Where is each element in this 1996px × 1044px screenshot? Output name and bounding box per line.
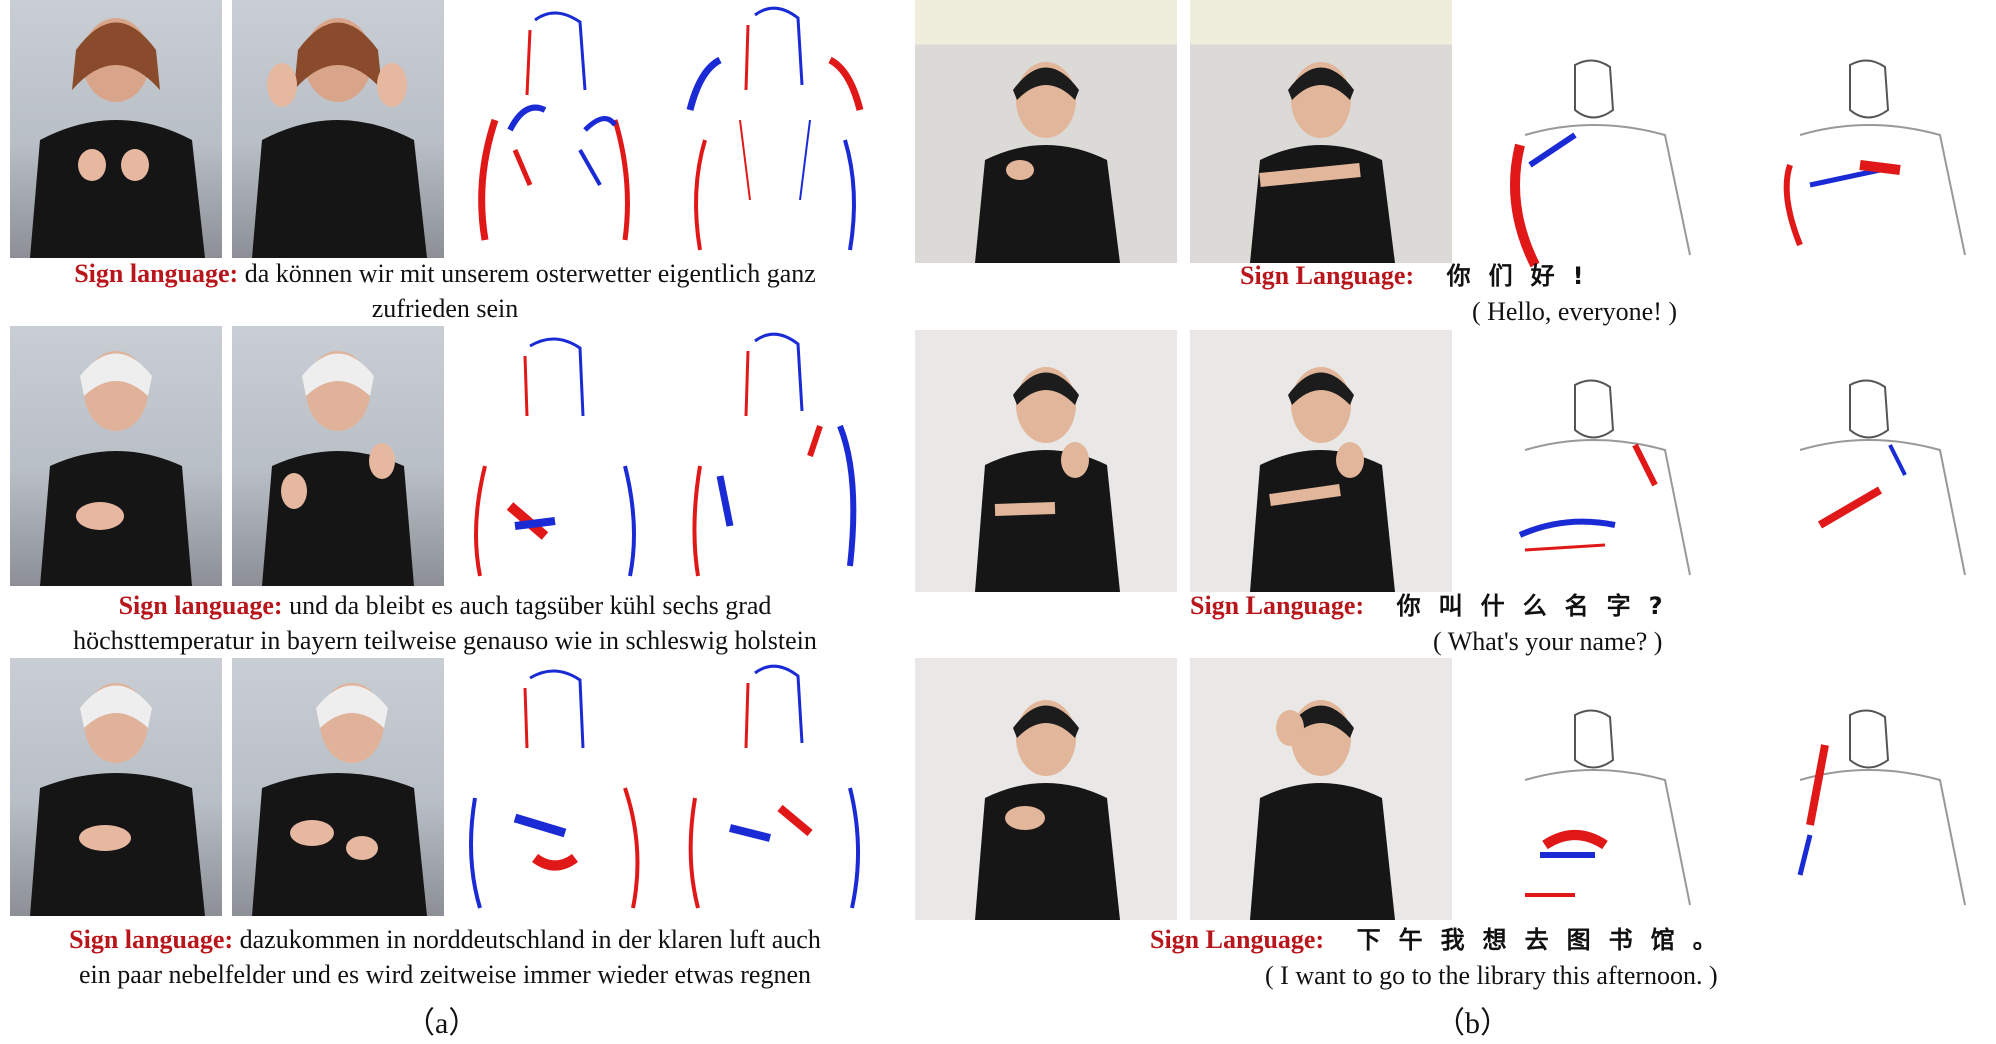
event-frame <box>1740 55 1990 270</box>
caption-text: dazukommen in norddeutschland in der kla… <box>239 925 821 954</box>
caption-label: Sign Language: <box>1150 925 1325 954</box>
event-frame <box>1465 55 1720 270</box>
caption-label: Sign language: <box>74 259 239 288</box>
caption: Sign language: da können wir mit unserem… <box>0 256 890 326</box>
signer-rgb-frame <box>10 658 222 916</box>
event-frame <box>670 658 880 916</box>
event-frame <box>670 326 880 586</box>
signer-rgb-frame <box>915 0 1177 263</box>
signer-rgb-frame <box>1190 0 1452 263</box>
caption: Sign Language: 下午我想去图书馆。 ( I want to go … <box>1150 922 1950 993</box>
caption: Sign language: und da bleibt es auch tag… <box>0 588 890 658</box>
event-frame <box>670 0 880 258</box>
caption-label: Sign Language: <box>1190 591 1365 620</box>
caption: Sign Language: 你们好! ( Hello, everyone! ) <box>1240 258 1880 329</box>
event-frame <box>455 658 655 916</box>
caption-text: da können wir mit unserem osterwetter ei… <box>244 259 816 288</box>
signer-rgb-frame <box>232 658 444 916</box>
caption-chinese: 下午我想去图书馆。 <box>1356 926 1735 954</box>
signer-rgb-frame <box>915 330 1177 592</box>
caption-label: Sign Language: <box>1240 261 1415 290</box>
caption-translation: ( I want to go to the library this after… <box>1265 961 1718 990</box>
caption-chinese: 你叫什么名字? <box>1396 592 1681 620</box>
signer-rgb-frame <box>1190 658 1452 920</box>
subfigure-label: （b） <box>1435 1007 1510 1040</box>
caption-text: ein paar nebelfelder und es wird zeitwei… <box>78 960 811 989</box>
signer-rgb-frame <box>232 0 444 258</box>
caption-label: Sign language: <box>69 925 234 954</box>
panel-b: Sign Language: 你们好! ( Hello, everyone! )… <box>900 0 1996 1044</box>
caption-text: zufrieden sein <box>371 294 519 323</box>
event-frame <box>1465 375 1720 590</box>
panel-a: Sign language: da können wir mit unserem… <box>0 0 900 1044</box>
caption-text: höchsttemperatur in bayern teilweise gen… <box>73 626 817 655</box>
event-frame <box>1740 705 1990 920</box>
signer-rgb-frame <box>1190 330 1452 592</box>
event-frame <box>1740 375 1990 590</box>
signer-rgb-frame <box>10 0 222 258</box>
event-frame <box>455 0 655 258</box>
subfigure-label: （a） <box>405 1007 479 1040</box>
caption-chinese: 你们好! <box>1446 262 1602 290</box>
caption-translation: ( Hello, everyone! ) <box>1472 297 1678 326</box>
caption-label: Sign language: <box>118 591 283 620</box>
signer-rgb-frame <box>10 326 222 586</box>
caption: Sign Language: 你叫什么名字? ( What's your nam… <box>1190 588 1890 659</box>
signer-rgb-frame <box>915 658 1177 920</box>
event-frame <box>455 326 655 586</box>
event-frame <box>1465 705 1720 920</box>
caption: Sign language: dazukommen in norddeutsch… <box>0 922 890 992</box>
caption-text: und da bleibt es auch tagsüber kühl sech… <box>289 591 772 620</box>
signer-rgb-frame <box>232 326 444 586</box>
caption-translation: ( What's your name? ) <box>1433 627 1663 656</box>
